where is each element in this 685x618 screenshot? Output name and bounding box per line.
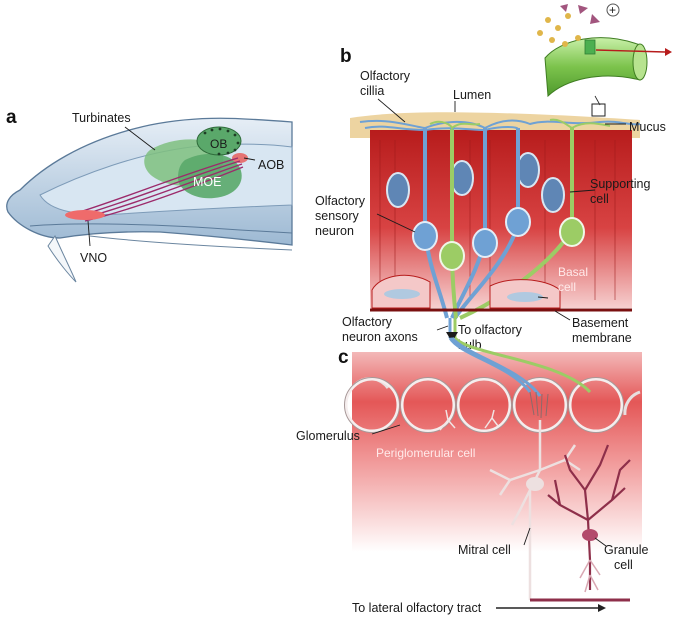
label-lumen: Lumen bbox=[453, 88, 491, 102]
label-mitral: Mitral cell bbox=[458, 543, 511, 557]
mitral-soma bbox=[526, 477, 544, 491]
panel-c-olfactory-bulb: c Glomerulus Periglomerular cell Mitral … bbox=[296, 336, 649, 615]
label-lateral-tract: To lateral olfactory tract bbox=[352, 601, 482, 615]
panel-c-letter: c bbox=[338, 347, 349, 368]
incisor-tooth bbox=[47, 234, 77, 283]
arrow-to-bulb bbox=[446, 332, 458, 342]
label-mucus: Mucus bbox=[629, 120, 666, 134]
label-granule-2: cell bbox=[614, 558, 633, 572]
granule-soma bbox=[582, 529, 598, 541]
panel-b-letter: b bbox=[340, 46, 352, 67]
label-granule-1: Granule bbox=[604, 543, 649, 557]
label-supporting-2: cell bbox=[590, 192, 609, 206]
accessory-olfactory-bulb-aob bbox=[232, 153, 248, 163]
label-moe: MOE bbox=[193, 175, 221, 189]
glomeruli-outline bbox=[344, 377, 624, 433]
label-basal-1: Basal bbox=[558, 265, 588, 279]
glomeruli bbox=[344, 377, 641, 433]
label-axons-1: Olfactory bbox=[342, 315, 393, 329]
basal-cells bbox=[371, 274, 561, 309]
olfactory-cilia bbox=[359, 119, 641, 132]
label-cilia-2: cillia bbox=[360, 84, 384, 98]
label-basement-2: membrane bbox=[572, 331, 632, 345]
supporting-cell-nuclei bbox=[386, 152, 565, 213]
panel-b-leaders bbox=[376, 98, 626, 331]
sensory-neuron-somata bbox=[412, 207, 531, 258]
label-aob: AOB bbox=[258, 158, 284, 172]
receptor-inset: + bbox=[537, 3, 672, 117]
ob-dots bbox=[203, 127, 240, 156]
vno-organ bbox=[65, 210, 105, 220]
label-vno: VNO bbox=[80, 251, 107, 265]
olfactory-cilia-green bbox=[429, 118, 611, 131]
panel-a-head-diagram: a Turbinates OB AOB MOE VNO bbox=[6, 107, 293, 283]
label-sensory-1: Olfactory bbox=[315, 194, 366, 208]
panel-a-letter: a bbox=[6, 107, 17, 128]
label-axons-2: neuron axons bbox=[342, 330, 418, 344]
leader-vno bbox=[87, 220, 91, 247]
leader-turbinates bbox=[124, 126, 156, 151]
lateral-tract-arrowhead bbox=[598, 604, 606, 612]
label-basal-2: cell bbox=[558, 280, 576, 294]
panel-c-leaders bbox=[371, 424, 607, 547]
label-ob: OB bbox=[210, 137, 227, 151]
label-turbinates: Turbinates bbox=[72, 111, 131, 125]
palate bbox=[29, 223, 293, 234]
label-periglomerular: Periglomerular cell bbox=[376, 446, 475, 460]
odorant-molecules bbox=[537, 4, 600, 47]
mitral-dendrite-tuft bbox=[529, 391, 549, 419]
jaw-line bbox=[89, 235, 293, 251]
granule-lower-dendrites bbox=[579, 559, 601, 593]
bulb-tissue bbox=[352, 352, 642, 552]
label-cilia-1: Olfactory bbox=[360, 69, 411, 83]
green-neuron-somata bbox=[439, 217, 585, 271]
label-sensory-3: neuron bbox=[315, 224, 354, 238]
label-sensory-2: sensory bbox=[315, 209, 360, 223]
label-supporting-1: Supporting bbox=[590, 177, 651, 191]
plus-symbol: + bbox=[609, 3, 616, 17]
leader-aob bbox=[243, 157, 256, 161]
label-to-bulb-1: To olfactory bbox=[458, 323, 523, 337]
label-basement-1: Basement bbox=[572, 316, 629, 330]
periglomerular-cells bbox=[439, 409, 499, 431]
incoming-axons bbox=[448, 336, 592, 397]
label-glomerulus: Glomerulus bbox=[296, 429, 360, 443]
panel-b-epithelium: + bbox=[315, 3, 672, 352]
